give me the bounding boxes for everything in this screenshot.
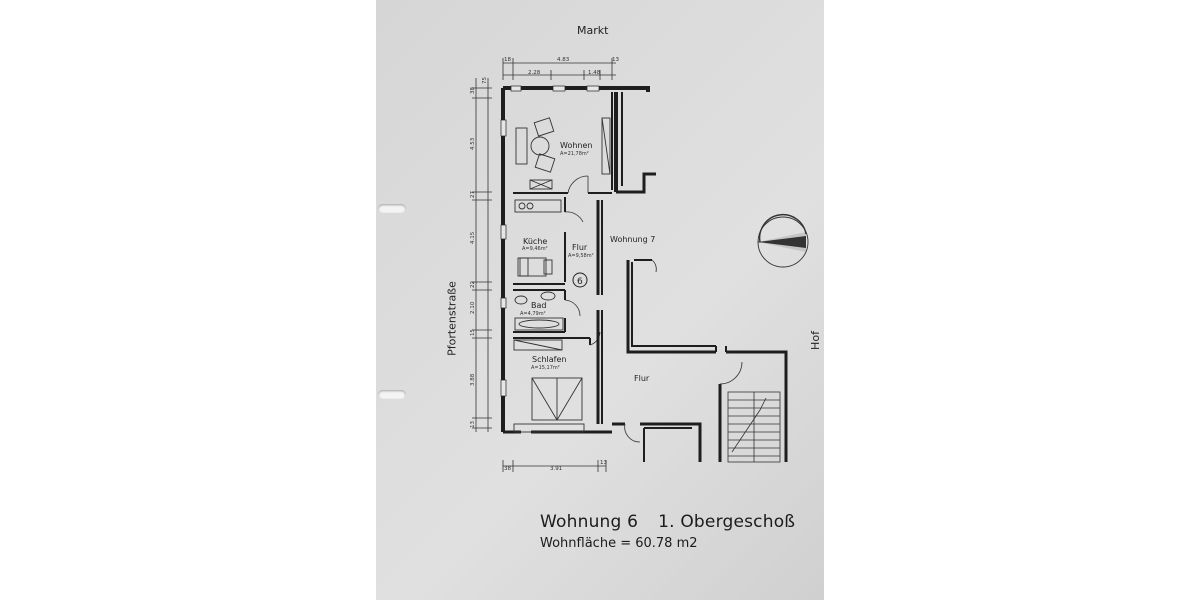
dim-bottom-3: 13	[600, 460, 607, 466]
dim-top-3: 13	[612, 57, 619, 63]
north-arrow-icon	[757, 214, 809, 268]
room-name-wohnen: Wohnen	[560, 141, 592, 150]
dim-left-3: 4.53	[470, 137, 476, 150]
paper-sheet	[376, 0, 824, 600]
street-north: Markt	[577, 24, 609, 37]
room-area-flur: A=9,58m²	[568, 253, 594, 259]
dim-left-1: 38	[470, 87, 476, 94]
neighbor-wohnung-7: Wohnung 7	[610, 235, 655, 244]
room-name-flur: Flur	[572, 243, 588, 252]
dim-left-9: 3.88	[470, 373, 476, 386]
room-name-kueche: Küche	[523, 237, 547, 246]
dim-left-2: 75	[482, 77, 488, 84]
dim-top-5: 1.48	[588, 70, 601, 76]
furniture-wohnen	[515, 117, 611, 190]
room-area-schlafen: A=15,17m²	[531, 365, 560, 371]
binder-hole-top	[378, 204, 406, 213]
dimension-line-bottom: 38 3.91 13	[502, 460, 607, 472]
caption-floor: 1. Obergeschoß	[658, 512, 796, 532]
dim-left-4: 27	[470, 191, 476, 198]
apartment-number-circle	[572, 272, 588, 288]
dim-bottom-1: 38	[504, 466, 511, 472]
street-west: Pfortenstraße	[445, 281, 459, 356]
room-area-bad: A=4,79m²	[520, 311, 546, 317]
binder-hole-bottom	[378, 390, 406, 399]
neighbor-walls	[612, 172, 788, 462]
room-area-wohnen: A=21,78m²	[560, 151, 589, 157]
room-labels: Wohnen A=21,78m² Küche A=9,46m² Flur A=9…	[520, 141, 655, 383]
apartment-6-walls	[500, 85, 650, 434]
dim-left-10: 13	[470, 421, 476, 428]
dim-top-4: 2.28	[528, 70, 541, 76]
dim-top-1: 18	[504, 57, 511, 63]
dimension-line-top: 18 4.83 13 2.28 1.48	[502, 57, 619, 80]
dim-top-2: 4.83	[557, 57, 570, 63]
furniture-bad	[514, 291, 564, 331]
caption-title-row: Wohnung 6 1. Obergeschoß	[540, 512, 795, 532]
room-name-schlafen: Schlafen	[532, 355, 566, 364]
dim-left-6: 22	[470, 281, 476, 288]
dimension-line-left: 38 75 4.53 27 4.15 22 2.10 15 3.88 13	[470, 77, 492, 432]
furniture-kueche	[514, 199, 562, 277]
neighbor-flur: Flur	[634, 374, 650, 383]
staircase	[727, 391, 781, 463]
dim-bottom-2: 3.91	[550, 466, 562, 472]
street-east: Hof	[808, 331, 822, 350]
dim-left-7: 2.10	[470, 301, 476, 314]
caption-title: Wohnung 6	[540, 512, 639, 532]
plan-caption: Wohnung 6 1. Obergeschoß Wohnfläche = 60.…	[540, 512, 795, 551]
room-area-kueche: A=9,46m²	[522, 246, 548, 252]
caption-living-area: Wohnfläche = 60.78 m2	[540, 536, 698, 551]
apartment-number: 6	[577, 277, 583, 287]
dim-left-8: 15	[470, 329, 476, 336]
room-name-bad: Bad	[531, 301, 546, 310]
furniture-schlafen	[513, 339, 585, 433]
dim-left-5: 4.15	[470, 231, 476, 244]
